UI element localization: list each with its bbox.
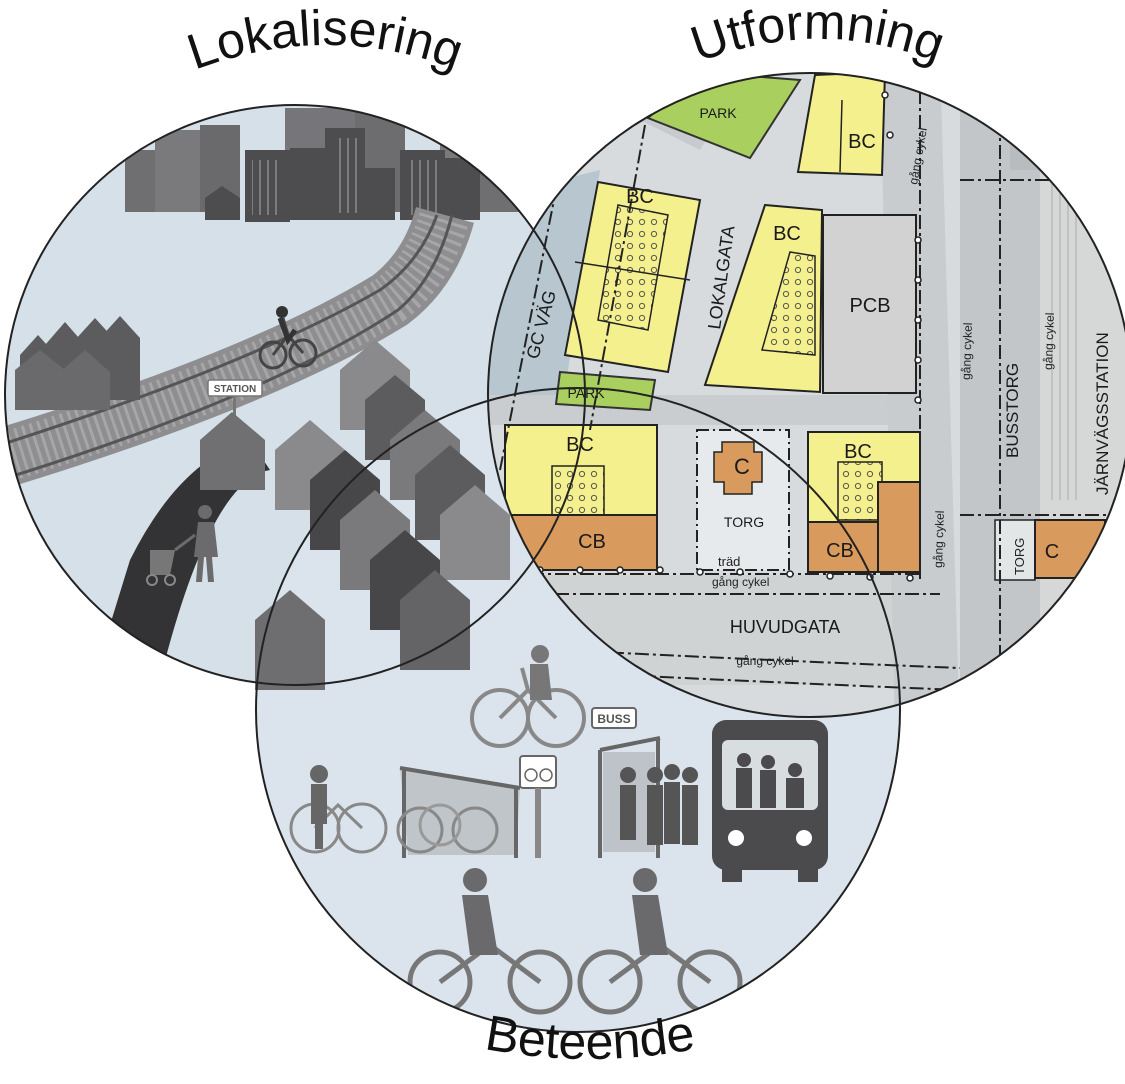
title-lokalisering: Lokalisering <box>180 0 470 80</box>
label-c-center: C <box>734 454 750 479</box>
label-busstorg: BUSSTORG <box>1003 363 1022 458</box>
label-gang-cykel-huvudgata: gång cykel <box>736 654 793 668</box>
torg-right-area <box>994 519 1036 581</box>
park-mid-area <box>554 370 657 412</box>
label-bc-upper-left: BC <box>626 186 654 208</box>
label-cb-right: CB <box>826 540 854 562</box>
label-bc-lower-right: BC <box>844 441 872 463</box>
station-sign: STATION <box>207 379 263 428</box>
block-pcb <box>822 214 917 394</box>
block-cb-right <box>807 521 879 573</box>
bike-shelter-icon <box>396 766 521 858</box>
cyclist-bottom-right-icon <box>577 868 743 1015</box>
label-torg-right: TORG <box>1012 538 1027 575</box>
title-beteende: Beteende <box>482 1005 698 1071</box>
block-c-center <box>713 441 763 495</box>
label-torg-center: TORG <box>724 514 764 530</box>
houses-cluster <box>200 340 510 690</box>
label-bc-lokalgata: BC <box>773 223 801 245</box>
cyclist-icon <box>258 306 318 370</box>
pedestrian-stroller-icon <box>146 505 218 586</box>
cyclist-top-icon <box>470 645 586 748</box>
bus-stop-icon: BUSS <box>591 707 698 858</box>
label-c-right: C <box>1045 541 1059 563</box>
cyclist-left-icon <box>289 765 388 854</box>
cyclist-bottom-left-icon <box>407 868 573 1015</box>
label-pcb: PCB <box>849 295 890 317</box>
beteende-scene: BUSS <box>289 645 828 1015</box>
label-bc-top-right: BC <box>848 131 876 153</box>
bus-icon <box>712 720 828 882</box>
label-huvudgata: HUVUDGATA <box>730 617 840 637</box>
label-trad: träd <box>718 554 740 569</box>
label-jarnvagsstation: JÄRNVÄGSSTATION <box>1093 332 1112 495</box>
title-utformning: Utformning <box>684 0 952 72</box>
bike-sign-icon <box>519 755 557 858</box>
station-sign-label: STATION <box>214 384 256 395</box>
label-gang-cykel-east2: gång cykel <box>1041 312 1057 370</box>
city-skyline-icon <box>125 108 530 222</box>
label-park-top: PARK <box>699 105 737 121</box>
bus-stop-sign-label: BUSS <box>597 712 630 726</box>
label-gang-cykel-east1: gång cykel <box>959 322 975 380</box>
label-cb-left: CB <box>578 531 606 553</box>
label-gang-cykel-right-block: gång cykel <box>931 510 947 568</box>
railway-icon <box>5 206 474 685</box>
houses-icon <box>15 316 140 410</box>
label-gang-cykel-torg: gång cykel <box>712 575 769 589</box>
